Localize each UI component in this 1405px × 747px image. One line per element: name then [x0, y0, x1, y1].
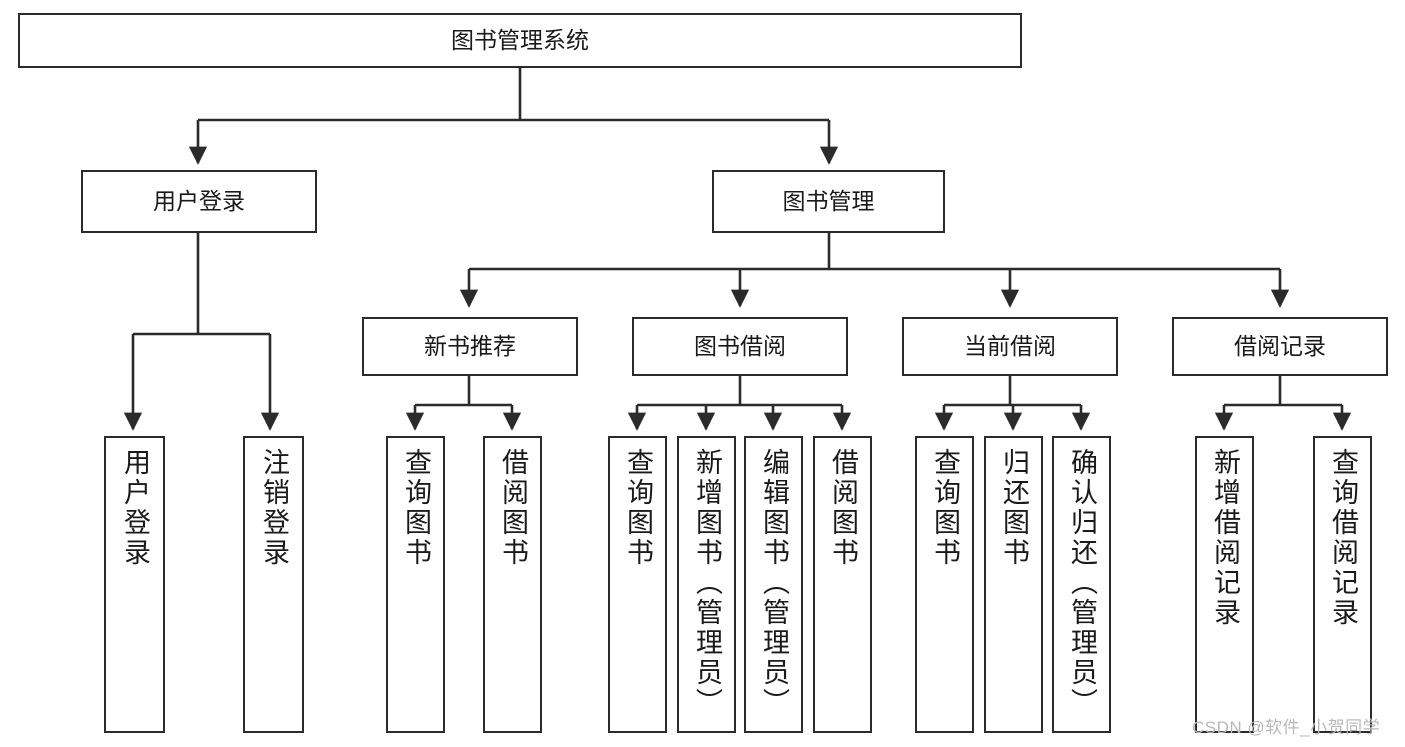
node-label: 借阅图书	[498, 448, 528, 568]
node-label: 查询图书	[623, 448, 653, 568]
node-label: 用户登录	[120, 448, 150, 568]
node-label: 图书管理	[782, 187, 875, 214]
node-new-book-recommend[interactable]: 新书推荐	[362, 317, 578, 376]
leaf-confirm-return-admin[interactable]: 确认归还（管理员）	[1052, 436, 1111, 733]
node-label: 归还图书	[999, 448, 1029, 568]
node-label: 借阅图书	[828, 448, 858, 568]
node-book-management[interactable]: 图书管理	[712, 170, 945, 233]
node-user-login[interactable]: 用户登录	[81, 170, 317, 233]
node-label: 图书借阅	[694, 332, 786, 359]
leaf-add-book-admin[interactable]: 新增图书（管理员）	[677, 436, 736, 733]
node-label: 新增借阅记录	[1210, 448, 1240, 628]
leaf-query-book-current[interactable]: 查询图书	[915, 436, 974, 733]
node-label: 图书管理系统	[451, 26, 589, 53]
node-label: 用户登录	[153, 187, 245, 214]
node-book-borrow[interactable]: 图书借阅	[632, 317, 848, 376]
leaf-query-book-recommend[interactable]: 查询图书	[386, 436, 445, 733]
leaf-return-book[interactable]: 归还图书	[984, 436, 1043, 733]
watermark-text: CSDN @软件_小贺同学	[1192, 718, 1381, 737]
node-label: 借阅记录	[1234, 332, 1326, 359]
leaf-borrow-book-recommend[interactable]: 借阅图书	[483, 436, 542, 733]
leaf-add-borrow-record[interactable]: 新增借阅记录	[1195, 436, 1254, 733]
leaf-user-login[interactable]: 用户登录	[104, 436, 165, 733]
node-label: 编辑图书（管理员）	[759, 448, 789, 718]
node-root-system[interactable]: 图书管理系统	[18, 13, 1022, 68]
leaf-query-book-borrow[interactable]: 查询图书	[608, 436, 667, 733]
node-label: 当前借阅	[964, 332, 1056, 359]
node-label: 新增图书（管理员）	[692, 448, 722, 718]
node-label: 新书推荐	[424, 332, 516, 359]
node-label: 查询借阅记录	[1328, 448, 1358, 628]
node-label: 查询图书	[930, 448, 960, 568]
node-borrow-records[interactable]: 借阅记录	[1172, 317, 1388, 376]
leaf-borrow-book[interactable]: 借阅图书	[813, 436, 872, 733]
node-label: 注销登录	[259, 448, 289, 568]
leaf-logout[interactable]: 注销登录	[243, 436, 304, 733]
node-label: 查询图书	[401, 448, 431, 568]
node-current-borrow[interactable]: 当前借阅	[902, 317, 1118, 376]
leaf-edit-book-admin[interactable]: 编辑图书（管理员）	[744, 436, 803, 733]
leaf-query-borrow-record[interactable]: 查询借阅记录	[1313, 436, 1372, 733]
node-label: 确认归还（管理员）	[1067, 448, 1097, 718]
